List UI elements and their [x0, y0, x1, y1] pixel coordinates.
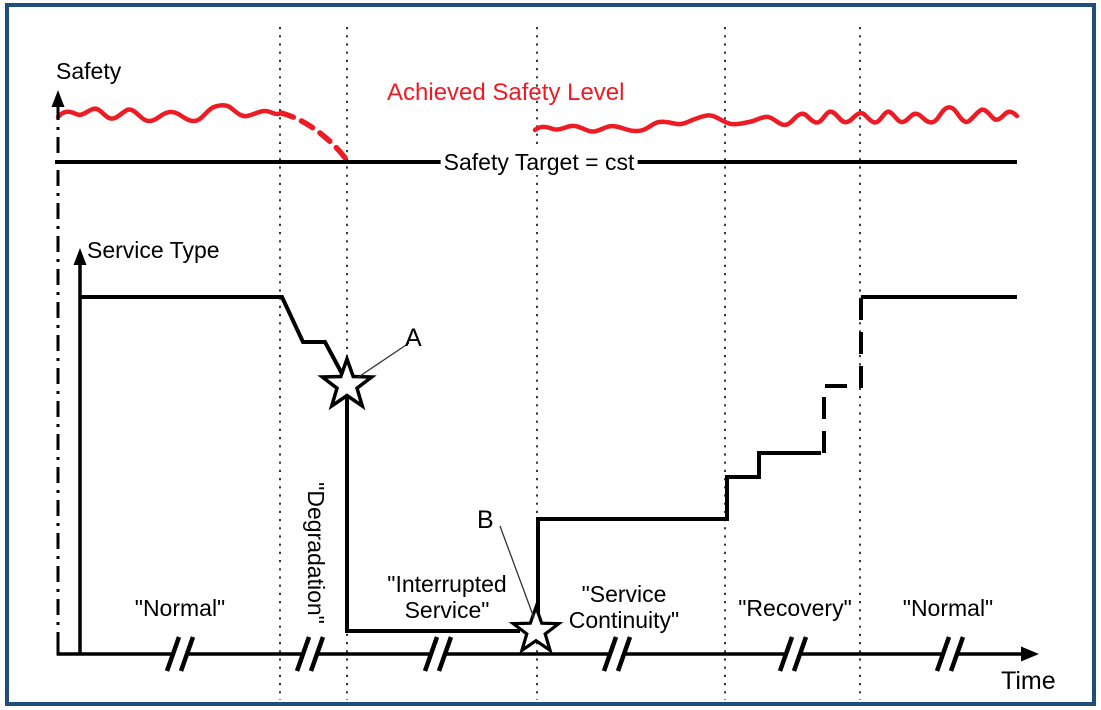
event-b-star-icon [508, 602, 564, 655]
safety-axis-corner [56, 638, 78, 656]
achieved-safety-curve-degradation-dashed [278, 110, 349, 162]
safety-axis-arrowhead [51, 90, 65, 107]
achieved-safety-curve-normal [55, 103, 284, 124]
phase-label-interrupted-service: "Interrupted Service" [387, 571, 507, 624]
service-curve-recovery-dashed [822, 299, 863, 453]
phase-label-normal-2: "Normal" [902, 595, 994, 621]
event-a-leader-line [356, 342, 410, 379]
time-axis-arrowhead [1021, 646, 1039, 662]
safety-axis-label: Safety [56, 58, 122, 84]
service-axis-arrowhead [73, 248, 87, 265]
event-b-label: B [477, 506, 494, 534]
event-a-star-icon [317, 353, 377, 411]
achieved-safety-curve-recovered [532, 105, 1020, 134]
phase-label-normal-1: "Normal" [134, 595, 226, 621]
time-axis-label: Time [1001, 667, 1056, 695]
figure-border [5, 3, 1096, 706]
time-axis [57, 646, 1039, 662]
phase-label-degradation: "Degradation" [303, 482, 330, 624]
event-b-leader-line [499, 525, 535, 619]
event-a-label: A [405, 324, 422, 352]
service-axis-label: Service Type [87, 237, 220, 263]
phase-label-service-continuity: "Service Continuity" [568, 581, 680, 634]
time-axis-break-marks [164, 636, 966, 672]
safety-target-label: Safety Target = cst [440, 149, 638, 176]
phase-label-recovery: "Recovery" [738, 595, 852, 621]
service-curve-continuity-recovery [536, 451, 821, 620]
service-curve-interrupted [345, 385, 520, 633]
service-curve-normal-degradation [80, 295, 349, 384]
achieved-safety-label: Achieved Safety Level [387, 79, 625, 106]
